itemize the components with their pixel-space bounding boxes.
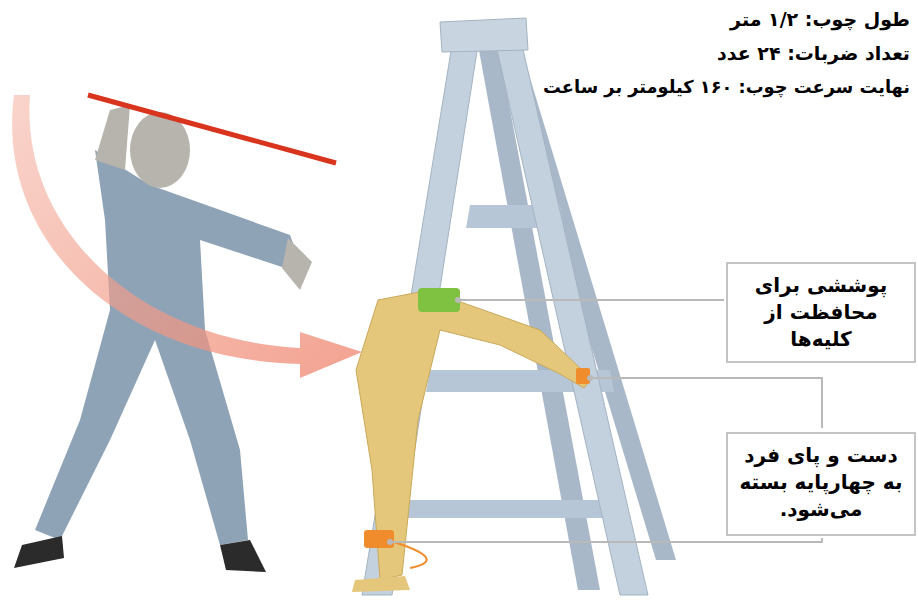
ladder-front-leg bbox=[496, 45, 648, 595]
leader-line bbox=[390, 538, 822, 542]
ladder-crossbar bbox=[396, 500, 604, 518]
spec-label: طول چوب: ۱/۲ متر bbox=[730, 8, 910, 31]
victim-figure bbox=[352, 288, 592, 592]
callout-text: پوششی برای محافظت از کلیه‌ها bbox=[738, 272, 904, 353]
spec-label: نهایت سرعت چوب: ۱۶۰ کیلومتر بر ساعت bbox=[543, 76, 910, 97]
callout-box: پوششی برای محافظت از کلیه‌ها bbox=[726, 262, 916, 363]
leader-line bbox=[458, 299, 724, 301]
swing-arrow bbox=[12, 95, 362, 378]
callout-text: دست و پای فرد به چهارپایه بسته می‌شود. bbox=[738, 442, 904, 523]
stick bbox=[88, 95, 336, 163]
leader-dot bbox=[387, 539, 393, 545]
leader-dot bbox=[587, 375, 593, 381]
leader-dot bbox=[455, 297, 461, 303]
callout-box: دست و پای فرد به چهارپایه بسته می‌شود. bbox=[726, 432, 916, 536]
leader-line bbox=[590, 378, 822, 428]
executor-figure bbox=[14, 105, 312, 572]
spec-label: تعداد ضربات: ۲۴ عدد bbox=[717, 42, 910, 65]
ladder-top bbox=[440, 18, 528, 52]
